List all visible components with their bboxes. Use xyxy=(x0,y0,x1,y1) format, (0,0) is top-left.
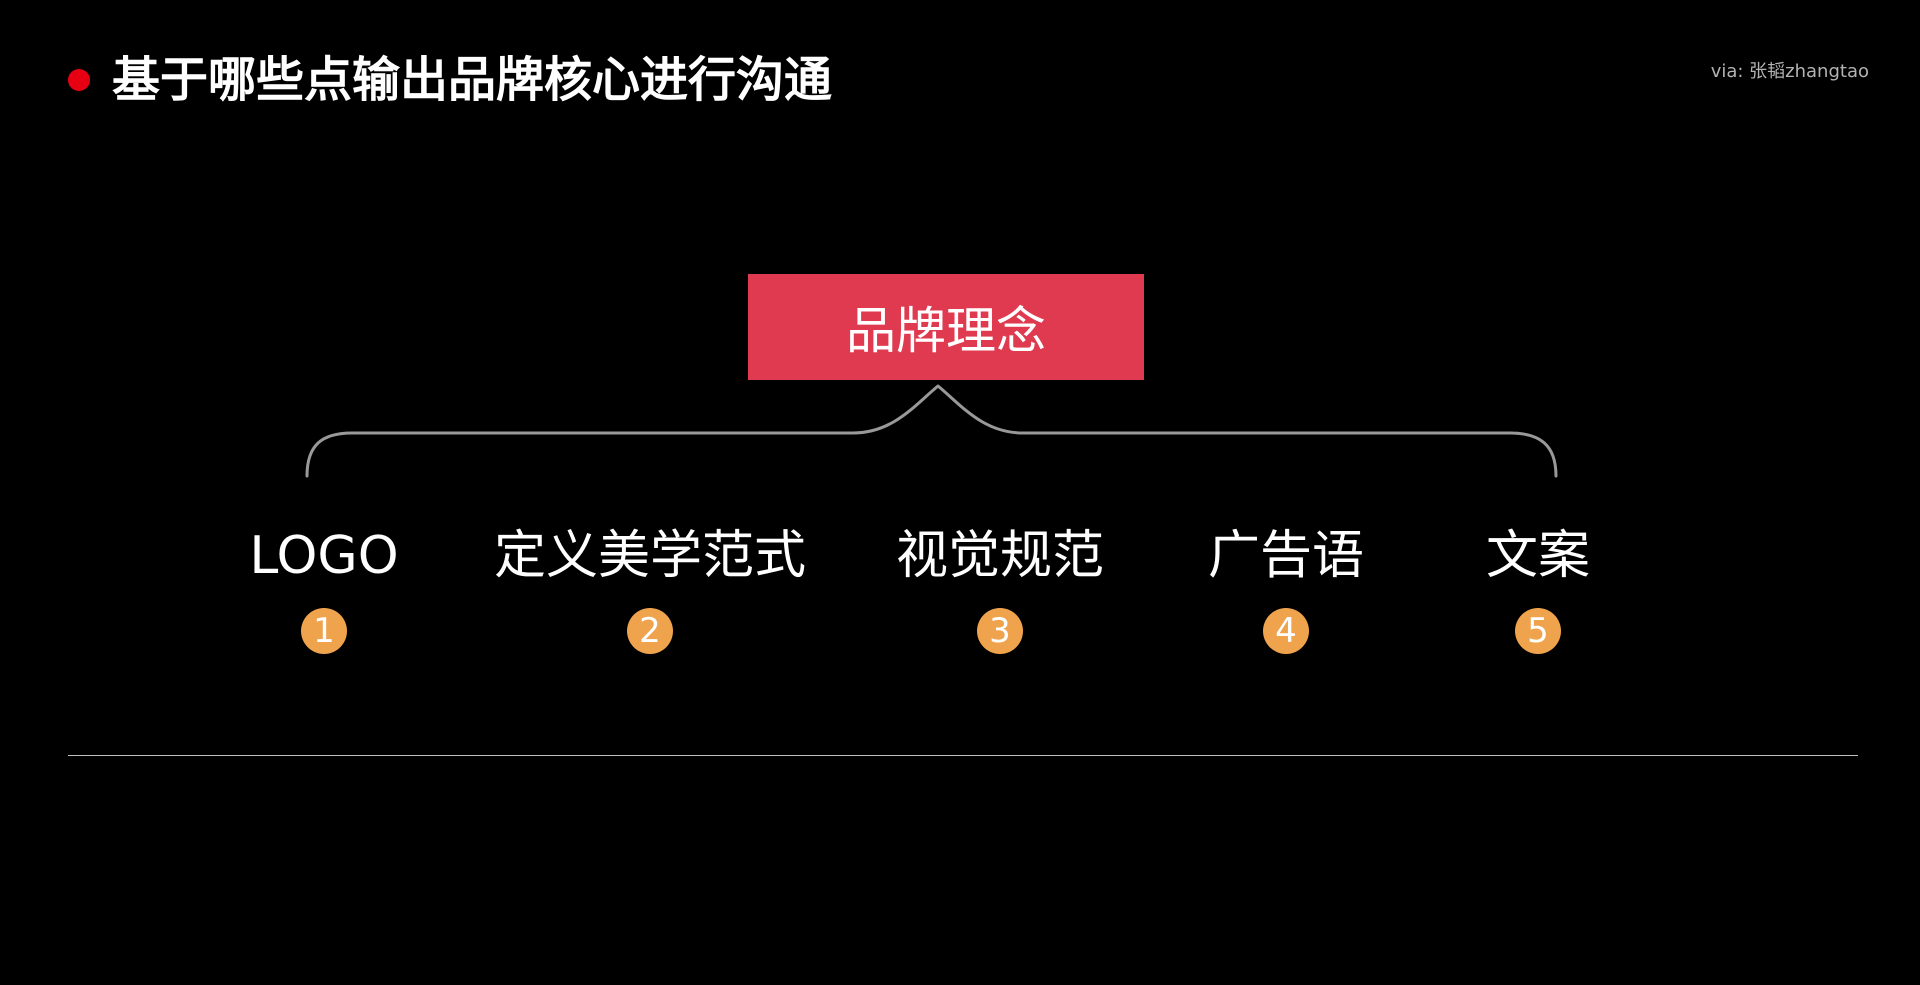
slide-title: 基于哪些点输出品牌核心进行沟通 xyxy=(112,52,833,108)
pillar-item-visual-guidelines: 视觉规范 3 xyxy=(820,520,1180,654)
pillar-item-copywriting: 文案 5 xyxy=(1358,520,1718,654)
core-concept-label: 品牌理念 xyxy=(846,302,1046,360)
pillar-label: LOGO xyxy=(249,526,399,586)
number-badge-1: 1 xyxy=(301,608,347,654)
pillar-item-logo: LOGO 1 xyxy=(144,520,504,654)
pillar-label: 文案 xyxy=(1485,526,1590,586)
number-badge-2: 2 xyxy=(627,608,673,654)
credit-text: via: 张韬zhangtao xyxy=(1710,61,1869,82)
pillar-label: 定义美学范式 xyxy=(493,526,806,586)
core-concept-box: 品牌理念 xyxy=(748,274,1144,380)
number-badge-4: 4 xyxy=(1263,608,1309,654)
bottom-divider-line xyxy=(68,755,1858,756)
number-badge-5: 5 xyxy=(1515,608,1561,654)
pillar-label: 广告语 xyxy=(1207,526,1364,586)
title-bullet-dot xyxy=(68,69,90,91)
number-badge-3: 3 xyxy=(977,608,1023,654)
pillar-label: 视觉规范 xyxy=(895,526,1104,586)
pillar-item-slogan: 广告语 4 xyxy=(1106,520,1466,654)
pillar-item-aesthetic-paradigm: 定义美学范式 2 xyxy=(470,520,830,654)
